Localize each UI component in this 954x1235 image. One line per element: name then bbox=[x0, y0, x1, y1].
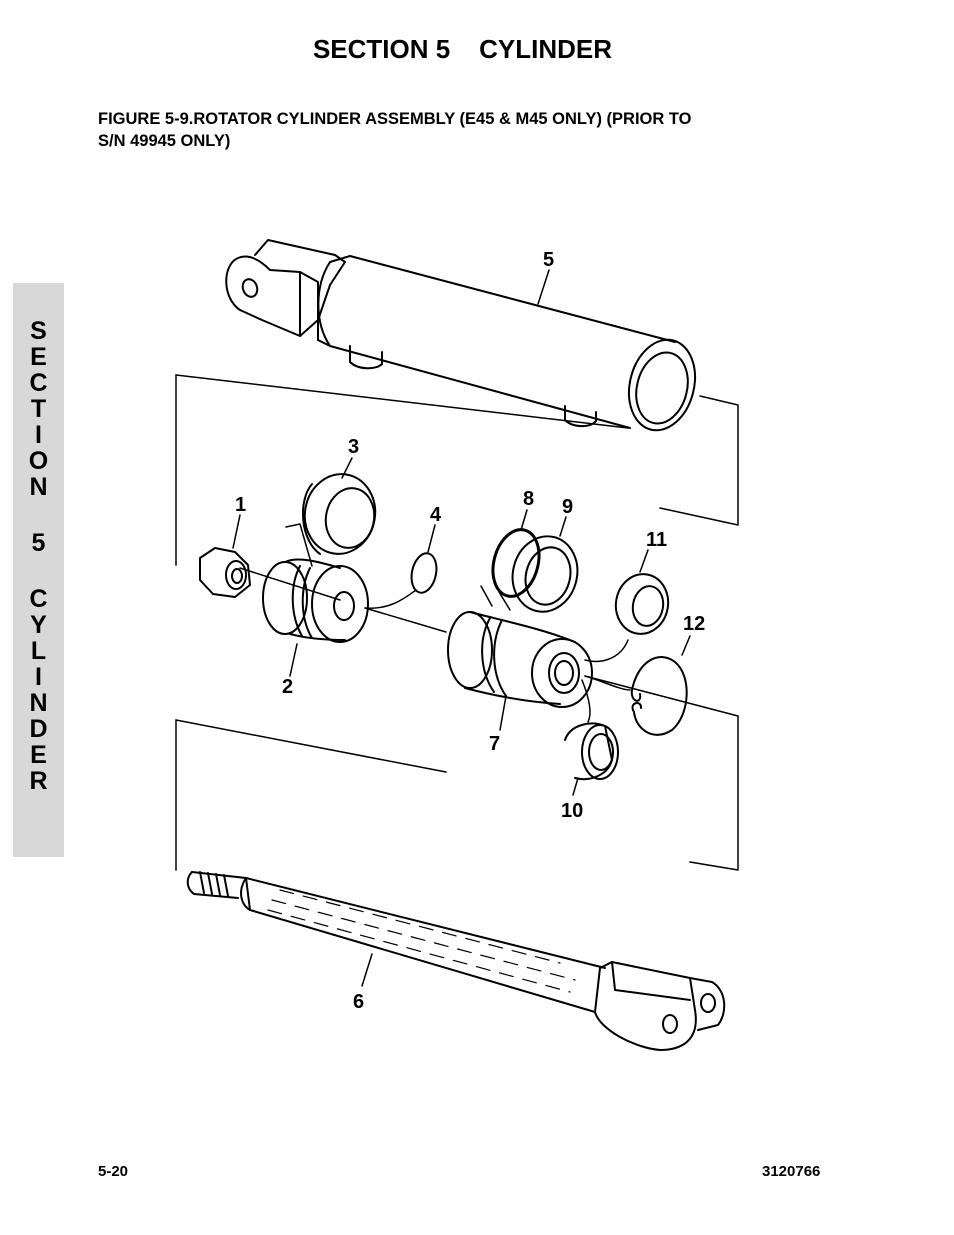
side-tab-letter: R bbox=[29, 767, 48, 795]
side-tab-letter: E bbox=[30, 741, 47, 769]
head-seal bbox=[511, 535, 579, 613]
piston-rod bbox=[186, 871, 726, 1051]
callout-7: 7 bbox=[489, 733, 500, 755]
callout-3: 3 bbox=[348, 436, 359, 458]
side-tab: S E C T I O N 5 C Y L I N D E R bbox=[13, 283, 64, 857]
o-ring-head bbox=[491, 528, 541, 598]
rod-seal bbox=[614, 573, 670, 635]
page-number: 5-20 bbox=[98, 1163, 129, 1180]
side-tab-letter: O bbox=[28, 447, 49, 475]
callout-8: 8 bbox=[523, 488, 534, 510]
assembly-frame-upper bbox=[175, 374, 739, 566]
figure-caption-line-1: FIGURE 5-9.ROTATOR CYLINDER ASSEMBLY (E4… bbox=[98, 110, 692, 128]
side-tab-letter: L bbox=[30, 637, 47, 665]
side-tab-letter: T bbox=[30, 395, 47, 423]
side-tab-letter: I bbox=[35, 421, 42, 449]
piston bbox=[262, 558, 369, 643]
callout-11: 11 bbox=[646, 529, 667, 551]
side-tab-letter: C bbox=[29, 585, 48, 613]
figure-caption: FIGURE 5-9.ROTATOR CYLINDER ASSEMBLY (E4… bbox=[98, 108, 798, 152]
cylinder-barrel bbox=[225, 239, 696, 432]
leader-lines bbox=[232, 269, 691, 987]
figure-caption-line-2: S/N 49945 ONLY) bbox=[98, 132, 231, 150]
callout-10: 10 bbox=[561, 800, 583, 822]
center-axis bbox=[239, 567, 739, 717]
cylinder-head bbox=[447, 611, 593, 708]
side-tab-letter: E bbox=[30, 343, 47, 371]
side-tab-letter: C bbox=[29, 369, 48, 397]
assembly-frame-lower bbox=[175, 715, 739, 871]
callout-12: 12 bbox=[683, 613, 705, 635]
callout-9: 9 bbox=[562, 496, 573, 518]
side-tab-letter: N bbox=[29, 473, 48, 501]
section-title: SECTION 5 CYLINDER bbox=[312, 34, 613, 64]
callout-6: 6 bbox=[353, 991, 364, 1013]
callout-4: 4 bbox=[430, 504, 442, 526]
callout-labels: 5 3 1 4 8 9 11 12 2 7 10 6 bbox=[235, 249, 705, 1013]
o-ring bbox=[410, 552, 438, 594]
side-tab-letter: N bbox=[29, 689, 48, 717]
side-tab-letter: I bbox=[35, 663, 42, 691]
piston-seal bbox=[302, 473, 377, 555]
document-number: 3120766 bbox=[762, 1163, 821, 1180]
lock-ring bbox=[630, 656, 688, 736]
callout-5: 5 bbox=[543, 249, 554, 271]
nut bbox=[199, 547, 251, 598]
callout-2: 2 bbox=[282, 676, 293, 698]
wiper bbox=[564, 722, 619, 780]
side-tab-letter: Y bbox=[30, 611, 47, 639]
side-tab-letter: D bbox=[29, 715, 48, 743]
side-tab-letter: 5 bbox=[31, 529, 46, 557]
callout-1: 1 bbox=[235, 494, 246, 516]
side-tab-letter: S bbox=[30, 317, 47, 345]
